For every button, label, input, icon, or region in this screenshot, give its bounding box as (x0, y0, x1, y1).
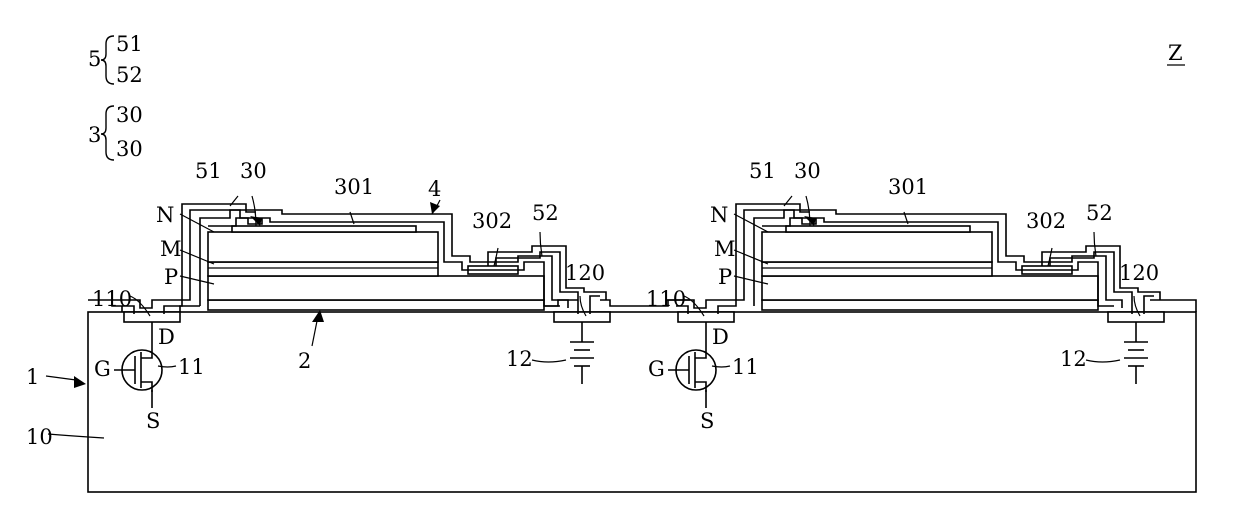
label-12: 12 (506, 347, 533, 371)
label-4: 4 (428, 177, 441, 201)
label-11: 11 (732, 355, 759, 379)
label-51: 51 (749, 159, 776, 183)
label-g: G (94, 357, 111, 381)
label-120: 120 (565, 261, 605, 285)
legend-group-3: 3 30 30 (88, 103, 143, 161)
legend-group-3-label: 3 (88, 123, 101, 147)
legend-member-52: 52 (116, 63, 143, 87)
label-302: 302 (1026, 209, 1066, 233)
legend-group-5-label: 5 (88, 47, 101, 71)
label-110: 110 (646, 287, 686, 311)
label-d: D (158, 325, 175, 349)
contact-120-pad (1108, 312, 1164, 322)
label-52: 52 (532, 201, 559, 225)
pad-301 (786, 226, 970, 232)
label-12: 12 (1060, 347, 1087, 371)
label-n: N (156, 203, 174, 227)
legend-group-5: 5 51 52 (88, 32, 143, 87)
contact-110-pad (124, 312, 180, 322)
label-m: M (160, 237, 182, 261)
label-301: 301 (888, 175, 928, 199)
legend-member-51: 51 (116, 32, 143, 56)
label-d: D (712, 325, 729, 349)
label-s: S (700, 409, 714, 433)
label-52: 52 (1086, 201, 1113, 225)
figure-label: Z (1168, 41, 1183, 65)
label-1: 1 (26, 365, 39, 389)
contact-120-pad (554, 312, 610, 322)
unit-1: 110 120 51 30 301 4 302 52 N M P D G 11 … (26, 159, 610, 449)
label-30: 30 (794, 159, 821, 183)
layer-n (762, 232, 992, 262)
pad-301 (232, 226, 416, 232)
label-s: S (146, 409, 160, 433)
label-11: 11 (178, 355, 205, 379)
label-2: 2 (298, 349, 311, 373)
legend-member-30a: 30 (116, 103, 143, 127)
layer-2 (762, 300, 1098, 310)
label-120: 120 (1119, 261, 1159, 285)
arrow-1 (74, 376, 86, 388)
label-m: M (714, 237, 736, 261)
legend-brace-5 (101, 36, 114, 84)
label-10: 10 (26, 425, 53, 449)
label-301: 301 (334, 175, 374, 199)
layer-2 (208, 300, 544, 310)
layer-p (762, 276, 1098, 300)
label-30: 30 (240, 159, 267, 183)
legend-brace-3 (101, 106, 114, 160)
layer-p (208, 276, 544, 300)
label-110: 110 (92, 287, 132, 311)
layer-m (762, 262, 992, 276)
label-51: 51 (195, 159, 222, 183)
label-p: P (164, 265, 178, 289)
label-302: 302 (472, 209, 512, 233)
label-g: G (648, 357, 665, 381)
label-n: N (710, 203, 728, 227)
layer-n (208, 232, 438, 262)
layer-m (208, 262, 438, 276)
substrate-body (88, 312, 1196, 492)
label-p: P (718, 265, 732, 289)
unit-2: 110 120 51 30 301 302 52 N M P D G 11 S … (646, 159, 1164, 433)
contact-110-pad (678, 312, 734, 322)
legend-member-30b: 30 (116, 137, 143, 161)
